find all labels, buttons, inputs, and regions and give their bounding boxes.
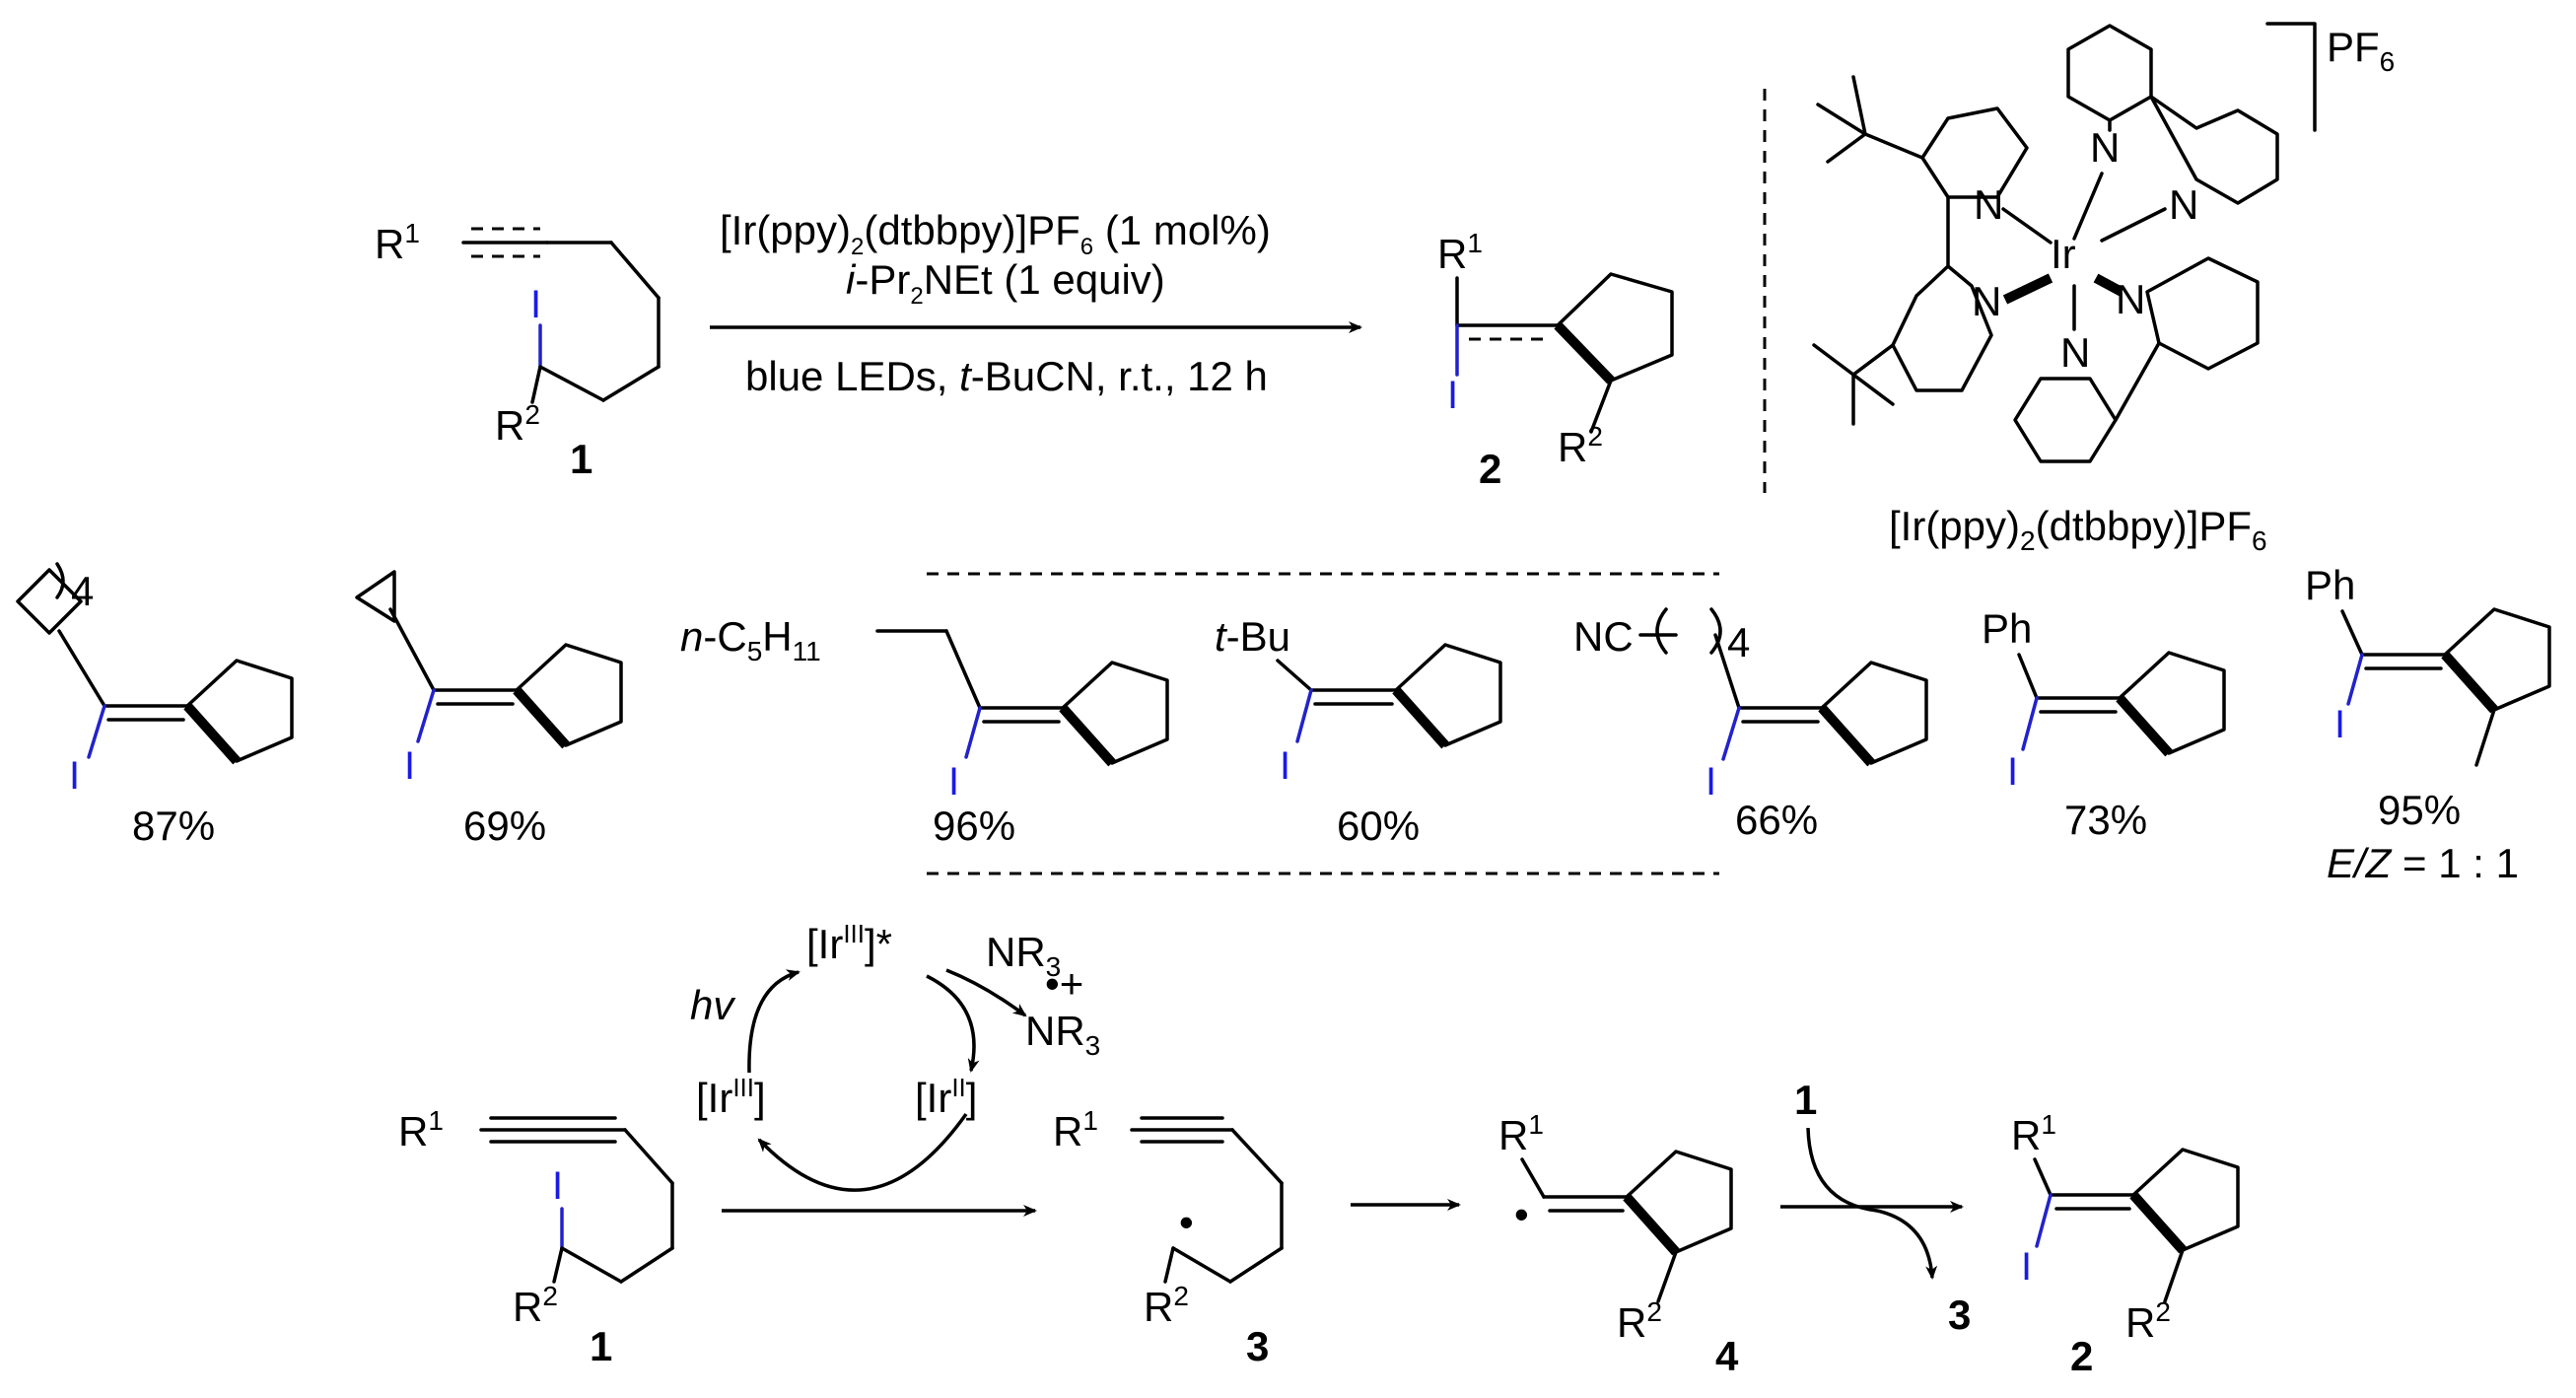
scope-product-2: I 69% [355, 570, 623, 849]
amine-radical-sign: •+ [1045, 960, 1083, 1007]
product-2-top: R1 I R2 2 [1437, 228, 1674, 492]
compound-1-label: 1 [590, 1323, 612, 1369]
n-atom: N [1974, 181, 2003, 228]
n-atom: N [2169, 181, 2198, 228]
r2-label: R2 [2125, 1296, 2171, 1346]
iodine-label: I [2334, 703, 2345, 746]
substituent-label: Ph [2305, 562, 2355, 608]
n-atom: N [2116, 276, 2145, 322]
r2-label: R2 [1617, 1296, 1662, 1346]
amine-label: NR3 [986, 929, 1061, 982]
iodine-label: I [69, 754, 80, 798]
substrate-1-top: R1 I R2 1 [375, 218, 661, 482]
mechanism-product-2: R1 I R2 2 [2011, 1109, 2240, 1379]
radical-dot: • [1179, 1199, 1194, 1245]
catalyst-name: [Ir(ppy)2(dtbbpy)]PF6 [1889, 503, 2267, 556]
repeat-count: 4 [1727, 619, 1750, 665]
yield-label: 73% [2064, 797, 2147, 843]
yield-label: 87% [132, 803, 215, 849]
ez-ratio-label: E/Z = 1 : 1 [2327, 840, 2519, 886]
iodine-label: I [948, 760, 959, 804]
r1-label: R1 [1498, 1109, 1544, 1158]
iodine-label: I [404, 744, 415, 788]
counterion-label: PF6 [2327, 24, 2395, 77]
iodine-label: I [2007, 750, 2018, 794]
iodine-label: I [1706, 760, 1716, 804]
r2-label: R2 [1144, 1281, 1189, 1330]
amine-radical-label: NR3 [1025, 1008, 1100, 1061]
scope-product-6: Ph I 73% [1982, 605, 2226, 843]
yield-label: 95% [2378, 787, 2461, 833]
photocatalytic-cycle: [IrIII]* NR3 •+ NR3 hv [IrIII] [IrII] [690, 919, 1100, 1192]
ir3-label: [IrIII] [696, 1073, 766, 1121]
compound-2-label: 2 [2070, 1333, 2093, 1379]
scope-product-7: Ph I 95% E/Z = 1 : 1 [2305, 562, 2551, 886]
iodine-label: I [552, 1164, 563, 1208]
hv-label: hv [690, 982, 736, 1028]
r2-label: R2 [1558, 421, 1603, 470]
iridium-center: Ir [2051, 231, 2076, 277]
yield-label: 66% [1735, 797, 1818, 843]
yield-label: 69% [463, 803, 546, 849]
substituent-label: NC [1573, 613, 1634, 660]
compound-3-label: 3 [1246, 1323, 1269, 1369]
iodine-transfer-step: 1 3 [1780, 1077, 1971, 1338]
compound-2-label: 2 [1479, 446, 1501, 492]
scope-product-3: n-C5H11 I 96% [680, 613, 1169, 849]
n-atom: N [2090, 124, 2120, 171]
ir2-label: [IrII] [915, 1073, 977, 1121]
r1-label: R1 [1437, 228, 1483, 277]
ir3-excited-label: [IrIII]* [806, 919, 892, 967]
iridium-catalyst-structure: Ir N N N N N N PF6 [Ir(ppy)2 [1812, 22, 2395, 556]
repeat-count: 4 [71, 568, 94, 614]
iodine-label: I [530, 283, 541, 326]
radical-dot: • [1514, 1191, 1529, 1237]
substituent-label: Ph [1982, 605, 2032, 652]
propagation-in-label: 1 [1794, 1077, 1817, 1123]
yield-label: 96% [933, 803, 1015, 849]
vinyl-radical-4: R1 • R2 4 [1498, 1109, 1739, 1379]
compound-1-label: 1 [570, 436, 592, 482]
substituent-label: n-C5H11 [680, 613, 821, 666]
propagation-out-label: 3 [1948, 1292, 1971, 1338]
r1-label: R1 [398, 1105, 444, 1154]
r2-label: R2 [495, 399, 540, 449]
r2-label: R2 [513, 1281, 558, 1330]
r1-label: R1 [375, 218, 420, 267]
radical-3: R1 • R2 3 [1053, 1105, 1284, 1369]
scope-product-5: NC 4 I 66% [1573, 607, 1928, 843]
yield-label: 60% [1337, 803, 1420, 849]
iodine-label: I [2021, 1245, 2032, 1289]
r1-label: R1 [2011, 1109, 2056, 1158]
reaction-conditions: [Ir(ppy)2(dtbbpy)]PF6 (1 mol%) i-Pr2NEt … [710, 207, 1362, 399]
iodine-label: I [1280, 744, 1290, 788]
iodine-label: I [1447, 374, 1458, 417]
n-atom: N [2060, 329, 2090, 376]
substituent-label: t-Bu [1215, 613, 1290, 660]
r1-label: R1 [1053, 1105, 1098, 1154]
scope-product-1: 4 I 87% [16, 562, 294, 849]
scope-product-4: t-Bu I 60% [1215, 613, 1502, 849]
condition-solvent: blue LEDs, t-BuCN, r.t., 12 h [745, 353, 1268, 399]
compound-4-label: 4 [1715, 1333, 1739, 1379]
condition-base: i-Pr2NEt (1 equiv) [846, 256, 1165, 310]
condition-catalyst: [Ir(ppy)2(dtbbpy)]PF6 (1 mol%) [720, 207, 1271, 260]
mechanism-substrate-1: R1 I R2 1 [398, 1105, 674, 1369]
